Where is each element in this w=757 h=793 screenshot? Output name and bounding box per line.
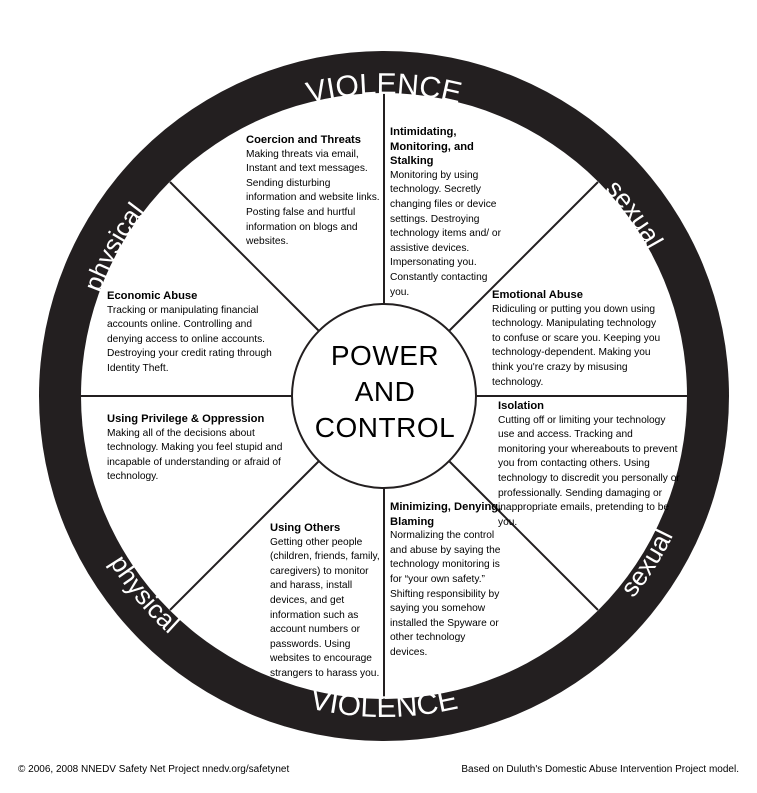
segment-title: Intimidating, Monitoring, and Stalking	[390, 126, 474, 168]
segment-coercion-and-threats: Coercion and Threats Making threats via …	[246, 133, 381, 250]
spoke-upper-left	[169, 181, 320, 332]
segment-economic-abuse: Economic Abuse Tracking or manipulating …	[107, 289, 279, 377]
footer-attribution: Based on Duluth's Domestic Abuse Interve…	[461, 764, 739, 775]
segment-body: Cutting off or limiting your technology …	[498, 414, 680, 528]
segment-body: Tracking or manipulating financial accou…	[107, 304, 272, 374]
segment-body: Normalizing the control and abuse by say…	[390, 530, 501, 658]
footer-copyright: © 2006, 2008 NNEDV Safety Net Project nn…	[18, 764, 290, 775]
segment-title: Minimizing, Denying, Blaming	[390, 501, 502, 528]
segment-body: Getting other people (children, friends,…	[270, 536, 380, 679]
segment-using-others: Using Others Getting other people (child…	[270, 521, 380, 682]
center-label-and: AND	[354, 376, 416, 407]
spoke-lower-left	[169, 460, 320, 611]
segment-body: Making all of the decisions about techno…	[107, 427, 283, 483]
segment-title: Using Others	[270, 522, 341, 534]
segment-title: Isolation	[498, 400, 544, 412]
segment-body: Making threats via email, Instant and te…	[246, 148, 380, 248]
segment-title: Coercion and Threats	[246, 134, 362, 146]
center-label-power: POWER	[330, 340, 440, 371]
center-label-control: CONTROL	[314, 412, 456, 443]
segment-isolation: Isolation Cutting off or limiting your t…	[498, 399, 680, 530]
spoke-upper-right	[448, 181, 599, 332]
segment-using-privilege-oppression: Using Privilege & Oppression Making all …	[107, 412, 287, 485]
segment-body: Monitoring by using technology. Secretly…	[390, 169, 501, 298]
segment-title: Economic Abuse	[107, 290, 198, 302]
segment-title: Using Privilege & Oppression	[107, 413, 265, 425]
spokes	[81, 93, 687, 699]
spoke-lower-right	[448, 460, 599, 611]
segment-minimizing-denying-blaming: Minimizing, Denying, Blaming Normalizing…	[390, 500, 505, 661]
segment-title: Emotional Abuse	[492, 289, 583, 301]
segment-emotional-abuse: Emotional Abuse Ridiculing or putting yo…	[492, 288, 662, 390]
segment-intimidating-monitoring-stalking: Intimidating, Monitoring, and Stalking M…	[390, 125, 502, 300]
center-hub	[291, 303, 477, 489]
segment-body: Ridiculing or putting you down using tec…	[492, 303, 661, 388]
